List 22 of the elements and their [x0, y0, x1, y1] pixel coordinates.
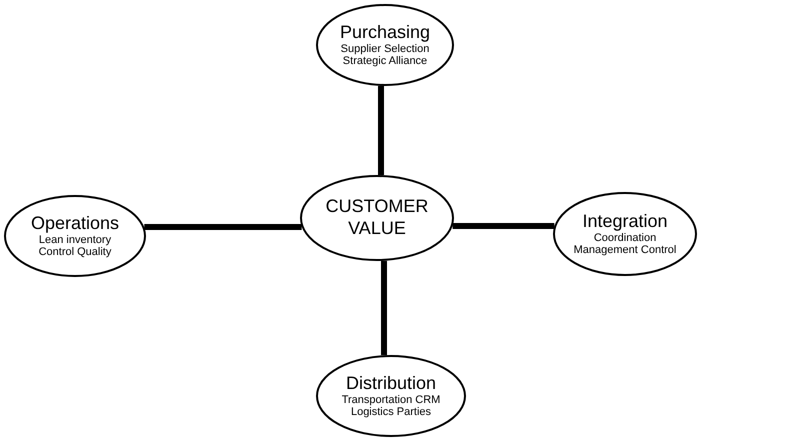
node-heading: CUSTOMER VALUE [324, 196, 430, 240]
connector-line [381, 260, 387, 356]
ellipse-node [300, 175, 454, 261]
node-heading: Integration [582, 211, 668, 232]
node-heading: Operations [30, 213, 120, 234]
node-heading: Purchasing [340, 22, 430, 43]
node-text: Control Quality [38, 246, 112, 259]
connector-line [378, 86, 384, 176]
node-text: Coordination [594, 232, 656, 244]
node-text: Supplier Selection [340, 42, 430, 56]
node-text: Lean inventory [38, 234, 112, 246]
connector-line [144, 224, 302, 230]
ellipse-node [316, 4, 454, 86]
node-heading: Distribution [346, 373, 436, 394]
node-text: Transportation CRM [342, 394, 440, 406]
node-text: Strategic Alliance [342, 55, 428, 68]
node-text: Management Control [574, 244, 676, 257]
ellipse-node [553, 192, 697, 276]
node-text: Logistics Parties [350, 406, 432, 419]
ellipse-node [316, 355, 466, 437]
connector-line [452, 223, 554, 229]
ellipse-node [4, 195, 146, 277]
